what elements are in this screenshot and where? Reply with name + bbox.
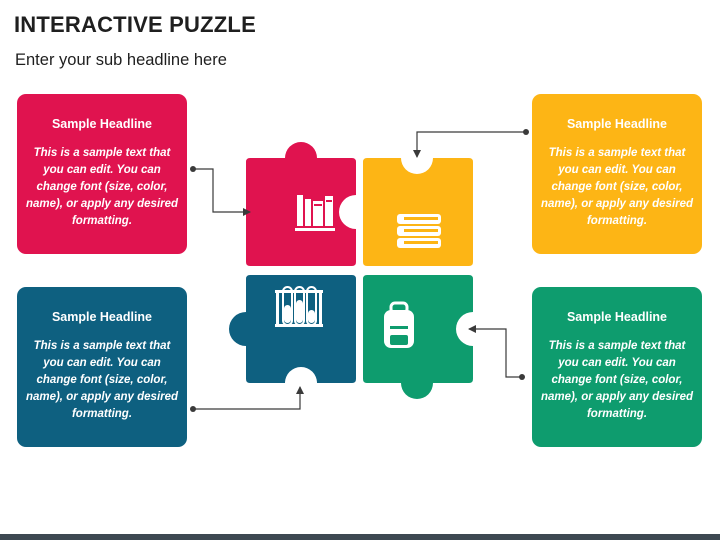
puzzle-piece-bottom-left — [229, 275, 356, 383]
card-headline: Sample Headline — [566, 310, 668, 324]
card-headline: Sample Headline — [51, 310, 153, 324]
card-headline: Sample Headline — [51, 117, 153, 131]
puzzle-piece-bottom-right — [363, 275, 473, 399]
connector-bottom-left — [190, 386, 304, 412]
card-body-text: This is a sample text that you can edit.… — [25, 340, 179, 420]
card-headline: Sample Headline — [566, 117, 668, 131]
test-tubes-icon — [275, 286, 323, 327]
page-subtitle: Enter your sub headline here — [15, 51, 227, 69]
stacked-books-icon — [397, 214, 441, 248]
puzzle-piece-top-right — [363, 158, 473, 266]
books-icon — [295, 195, 335, 231]
card-bottom-right[interactable]: Sample Headline This is a sample text th… — [532, 287, 702, 447]
connector-bottom-right — [468, 325, 525, 380]
connector-top-right — [413, 129, 529, 158]
footer-bar — [0, 534, 720, 540]
connector-top-left — [190, 166, 251, 216]
page-title: INTERACTIVE PUZZLE — [14, 12, 256, 37]
card-top-right[interactable]: Sample Headline This is a sample text th… — [532, 94, 702, 254]
card-bottom-left[interactable]: Sample Headline This is a sample text th… — [17, 287, 187, 447]
card-top-left[interactable]: Sample Headline This is a sample text th… — [17, 94, 187, 254]
card-body-text: This is a sample text that you can edit.… — [540, 340, 694, 420]
backpack-icon — [384, 301, 414, 348]
card-body-text: This is a sample text that you can edit.… — [540, 147, 694, 227]
card-body-text: This is a sample text that you can edit.… — [25, 147, 179, 227]
